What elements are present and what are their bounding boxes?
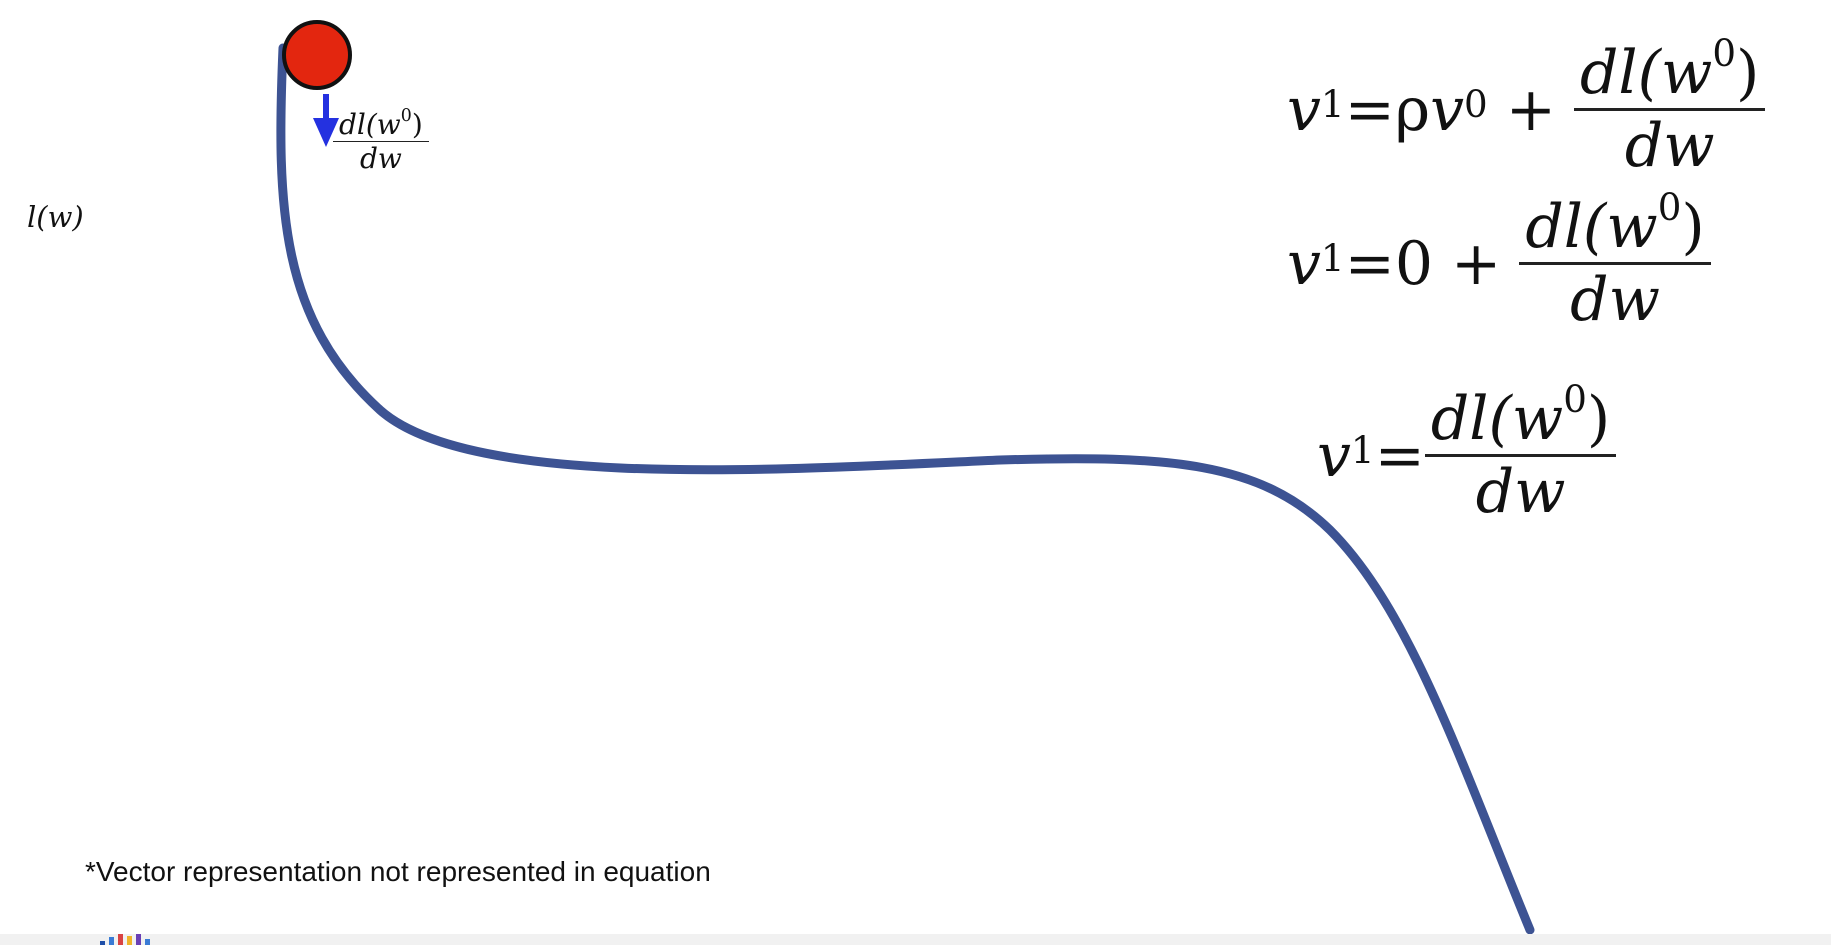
logo-icon	[100, 933, 150, 945]
footer-strip	[0, 934, 1831, 945]
gradient-numerator: dl(w0)	[339, 106, 423, 141]
loss-curve	[276, 43, 1535, 935]
loss-function-label: l(w)	[27, 200, 84, 234]
fraction-bar	[333, 141, 429, 142]
rho-symbol: ρ	[1394, 74, 1431, 145]
equation-fraction: dl(w0) dw	[1519, 189, 1711, 335]
gradient-fraction: dl(w0) dw	[333, 106, 429, 175]
ball	[282, 20, 352, 90]
equation-fraction: dl(w0) dw	[1574, 35, 1766, 181]
gradient-arrow-head	[313, 118, 339, 147]
gradient-denominator: dw	[359, 142, 402, 175]
equation-fraction: dl(w0) dw	[1424, 381, 1617, 527]
footnote: *Vector representation not represented i…	[85, 856, 711, 887]
gradient-label: dl(w0) dw	[333, 106, 429, 175]
